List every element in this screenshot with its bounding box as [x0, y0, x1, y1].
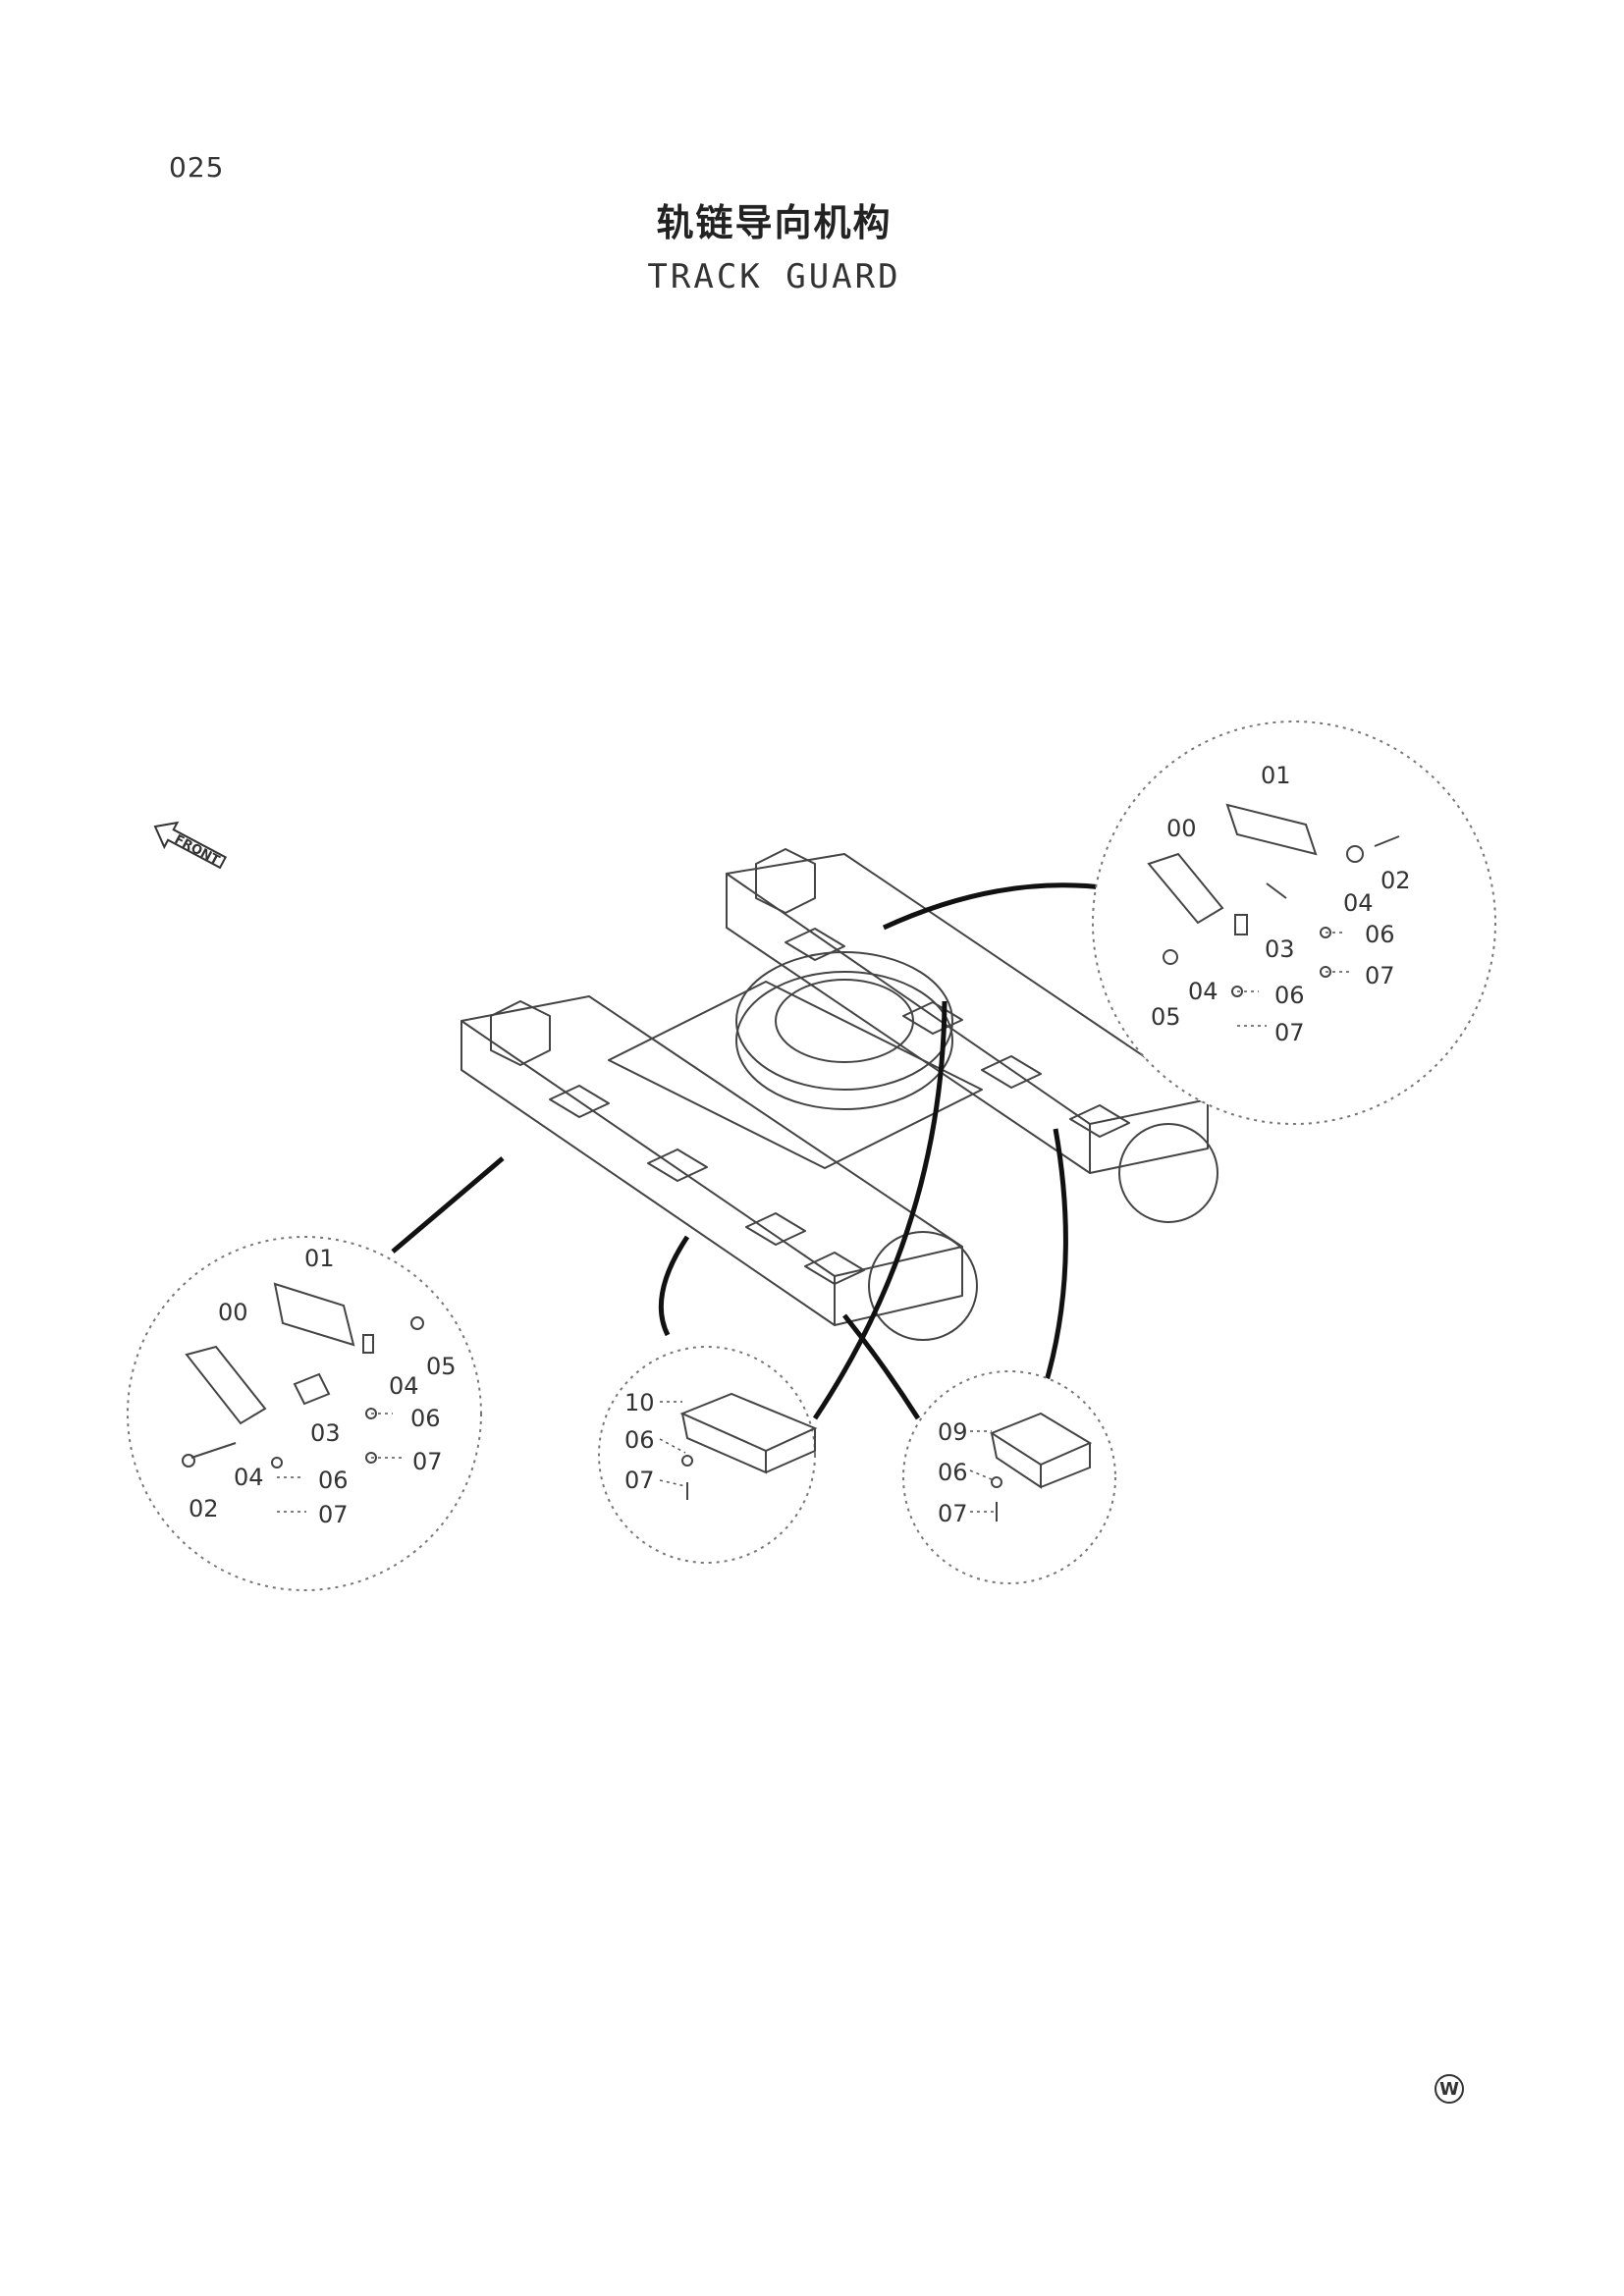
watermark-letter: W: [1439, 2079, 1459, 2100]
leader-lines: [391, 882, 1110, 1420]
callout-label: 06: [1365, 921, 1395, 948]
callout-label: 06: [318, 1467, 349, 1494]
callout-label: 06: [1274, 982, 1305, 1009]
callout-label: 06: [624, 1426, 655, 1454]
callout-label: 07: [624, 1467, 655, 1494]
callout-label: 02: [189, 1495, 219, 1522]
detail-circle-center: 10 06 07: [598, 1346, 818, 1564]
callout-label: 10: [624, 1389, 655, 1416]
callout-label: 07: [412, 1448, 443, 1475]
callout-label: 06: [938, 1459, 968, 1486]
callout-label: 03: [1265, 935, 1295, 963]
callout-label: 07: [318, 1501, 349, 1528]
callout-label: 09: [938, 1418, 968, 1446]
callout-label: 04: [234, 1464, 264, 1491]
callout-label: 04: [1188, 978, 1218, 1005]
page-number: 025: [169, 151, 225, 184]
callout-label: 05: [426, 1353, 457, 1380]
callout-label: 03: [310, 1419, 341, 1447]
callout-label: 01: [1261, 762, 1291, 789]
detail-circle-right-center: 09 06 07: [902, 1370, 1116, 1584]
detail-circle-left: 01 00 04 05 06 03 07 04 06 02 07: [127, 1236, 482, 1591]
front-direction-arrow: FRONT: [153, 821, 228, 870]
page-title-english: TRACK GUARD: [647, 257, 901, 296]
front-arrow-label: FRONT: [172, 832, 222, 869]
callout-label: 04: [389, 1372, 419, 1400]
callout-label: 06: [410, 1405, 441, 1432]
page-title-chinese: 轨链导向机构: [656, 201, 893, 244]
callout-label: 07: [1274, 1019, 1305, 1046]
callout-label: 00: [1166, 815, 1197, 842]
detail-circle-top-right: 01 00 02 04 06 03 07 04 06 05 07: [1092, 721, 1496, 1125]
callout-label: 04: [1343, 889, 1374, 917]
watermark-symbol: W: [1435, 2074, 1464, 2104]
callout-label: 07: [938, 1500, 968, 1527]
callout-label: 07: [1365, 962, 1395, 989]
callout-label: 05: [1151, 1003, 1181, 1031]
callout-label: 01: [304, 1245, 335, 1272]
callout-label: 02: [1380, 867, 1411, 894]
callout-label: 00: [218, 1299, 248, 1326]
